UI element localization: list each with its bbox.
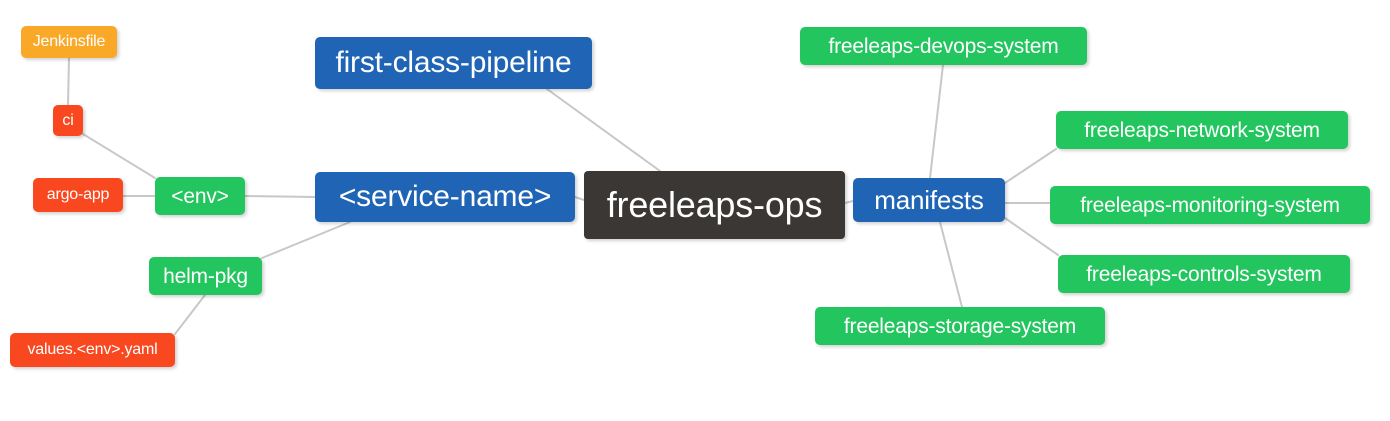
- mindmap-node-service-name[interactable]: <service-name>: [315, 172, 575, 222]
- edge-service-name-to-freeleaps-ops: [574, 196, 585, 201]
- node-label: freeleaps-ops: [606, 184, 823, 225]
- mindmap-node-freeleaps-ops[interactable]: freeleaps-ops: [584, 171, 845, 239]
- edge-jenkinsfile-to-ci: [67, 57, 70, 106]
- mindmap-node-freeleaps-controls-system[interactable]: freeleaps-controls-system: [1058, 255, 1350, 293]
- node-label: freeleaps-storage-system: [843, 314, 1077, 338]
- mindmap-node-freeleaps-storage-system[interactable]: freeleaps-storage-system: [815, 307, 1105, 345]
- edge-values-env-yaml-to-helm-pkg: [174, 294, 206, 335]
- node-label: manifests: [874, 185, 984, 215]
- node-label: freeleaps-devops-system: [828, 34, 1059, 58]
- node-label: freeleaps-network-system: [1084, 118, 1320, 142]
- edge-helm-pkg-to-service-name: [261, 221, 351, 259]
- node-label: argo-app: [46, 186, 110, 203]
- edge-freeleaps-ops-to-manifests: [844, 200, 854, 204]
- node-label: ci: [62, 111, 74, 129]
- node-label: freeleaps-controls-system: [1086, 262, 1322, 286]
- node-label: first-class-pipeline: [335, 46, 572, 79]
- mindmap-node-jenkinsfile[interactable]: Jenkinsfile: [21, 26, 117, 58]
- mindmap-node-argo-app[interactable]: argo-app: [33, 178, 123, 212]
- edge-first-class-pipeline-to-freeleaps-ops: [546, 88, 661, 172]
- edge-ci-to-env: [82, 133, 156, 179]
- node-label: freeleaps-monitoring-system: [1080, 193, 1340, 217]
- edge-manifests-to-freeleaps-network-system: [1004, 148, 1057, 184]
- node-label: helm-pkg: [163, 264, 248, 288]
- mindmap-node-helm-pkg[interactable]: helm-pkg: [149, 257, 262, 295]
- mindmap-node-env[interactable]: <env>: [155, 177, 245, 215]
- edge-manifests-to-freeleaps-storage-system: [939, 221, 963, 308]
- edge-manifests-to-freeleaps-controls-system: [1004, 217, 1059, 256]
- mindmap-node-freeleaps-monitoring-system[interactable]: freeleaps-monitoring-system: [1050, 186, 1370, 224]
- mindmap-node-freeleaps-devops-system[interactable]: freeleaps-devops-system: [800, 27, 1087, 65]
- edge-manifests-to-freeleaps-devops-system: [929, 64, 944, 179]
- node-label: values.<env>.yaml: [27, 341, 158, 358]
- mindmap-node-first-class-pipeline[interactable]: first-class-pipeline: [315, 37, 592, 89]
- mindmap-node-freeleaps-network-system[interactable]: freeleaps-network-system: [1056, 111, 1348, 149]
- mindmap-node-ci[interactable]: ci: [53, 105, 83, 136]
- node-label: Jenkinsfile: [32, 33, 106, 50]
- node-label: <env>: [171, 184, 229, 208]
- node-label: <service-name>: [338, 180, 552, 213]
- edge-env-to-service-name: [244, 195, 316, 198]
- mindmap-node-values-env-yaml[interactable]: values.<env>.yaml: [10, 333, 175, 367]
- mindmap-node-manifests[interactable]: manifests: [853, 178, 1005, 222]
